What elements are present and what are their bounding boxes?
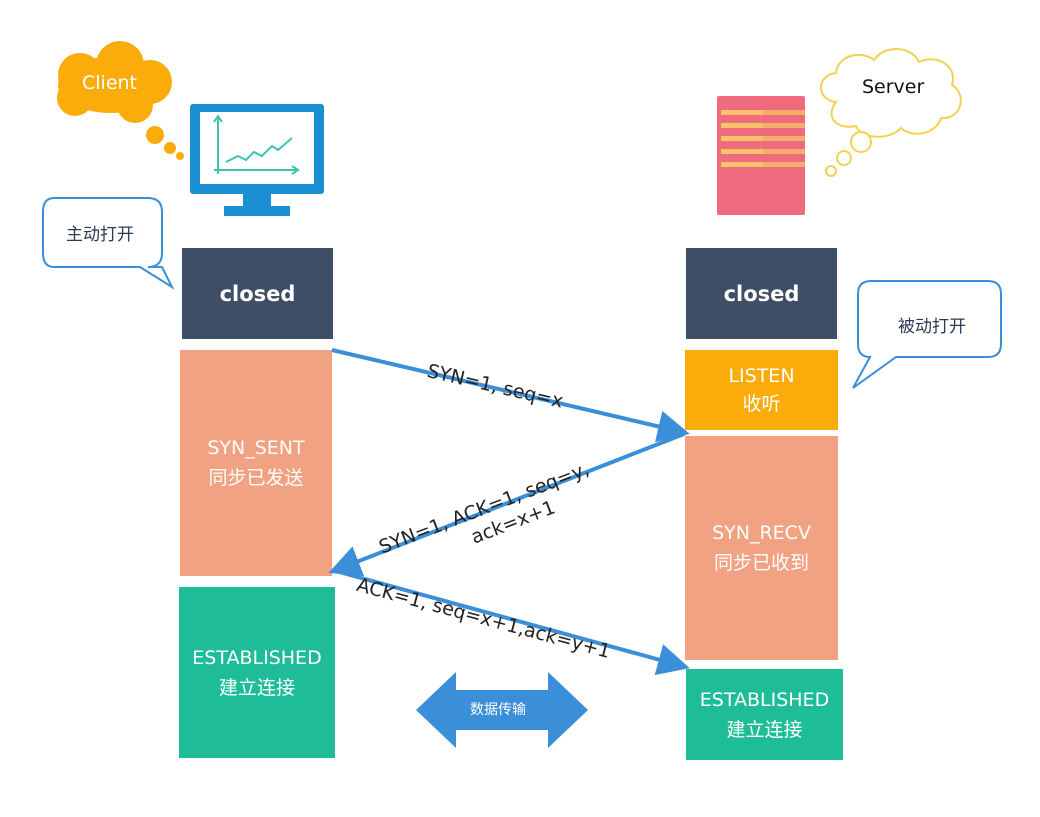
- server-established-label: ESTABLISHED: [699, 688, 830, 711]
- server-syn-recv-label: SYN_RECV: [712, 522, 811, 544]
- data-transfer-label: 数据传输: [470, 702, 526, 718]
- arrow-ack: [331, 568, 690, 676]
- server-label: Server: [862, 76, 925, 98]
- arrow-syn-ack: [328, 432, 685, 577]
- server-syn-recv-cn: 同步已收到: [713, 552, 809, 574]
- client-callout-bubble: [42, 197, 175, 290]
- server-listen-cn: 收听: [742, 393, 781, 415]
- server-state-closed: closed: [686, 248, 837, 339]
- server-state-listen: LISTEN 收听: [685, 350, 838, 430]
- client-state-closed: closed: [182, 248, 333, 339]
- server-closed-label: closed: [723, 281, 800, 306]
- client-cloud-icon: [57, 41, 184, 160]
- client-established-cn: 建立连接: [218, 676, 295, 699]
- server-state-established: ESTABLISHED 建立连接: [686, 669, 843, 760]
- client-syn-sent-cn: 同步已发送: [208, 467, 304, 489]
- client-state-syn-sent: SYN_SENT 同步已发送: [180, 350, 332, 576]
- server-icon: [717, 96, 805, 215]
- server-state-syn-recv: SYN_RECV 同步已收到: [685, 436, 838, 660]
- client-established-label: ESTABLISHED: [192, 646, 322, 669]
- client-closed-label: closed: [219, 281, 296, 306]
- arrow-syn: [331, 348, 690, 443]
- client-state-established: ESTABLISHED 建立连接: [179, 587, 335, 758]
- monitor-icon: [190, 104, 324, 216]
- client-callout-text: 主动打开: [66, 225, 134, 245]
- client-syn-sent-label: SYN_SENT: [207, 437, 305, 459]
- server-callout-text: 被动打开: [898, 317, 966, 337]
- data-transfer-arrow: [416, 672, 588, 748]
- server-established-cn: 建立连接: [726, 718, 803, 741]
- client-label: Client: [82, 72, 138, 94]
- server-listen-label: LISTEN: [728, 365, 795, 387]
- server-cloud-icon: [820, 48, 962, 177]
- server-callout-bubble: [852, 280, 1002, 389]
